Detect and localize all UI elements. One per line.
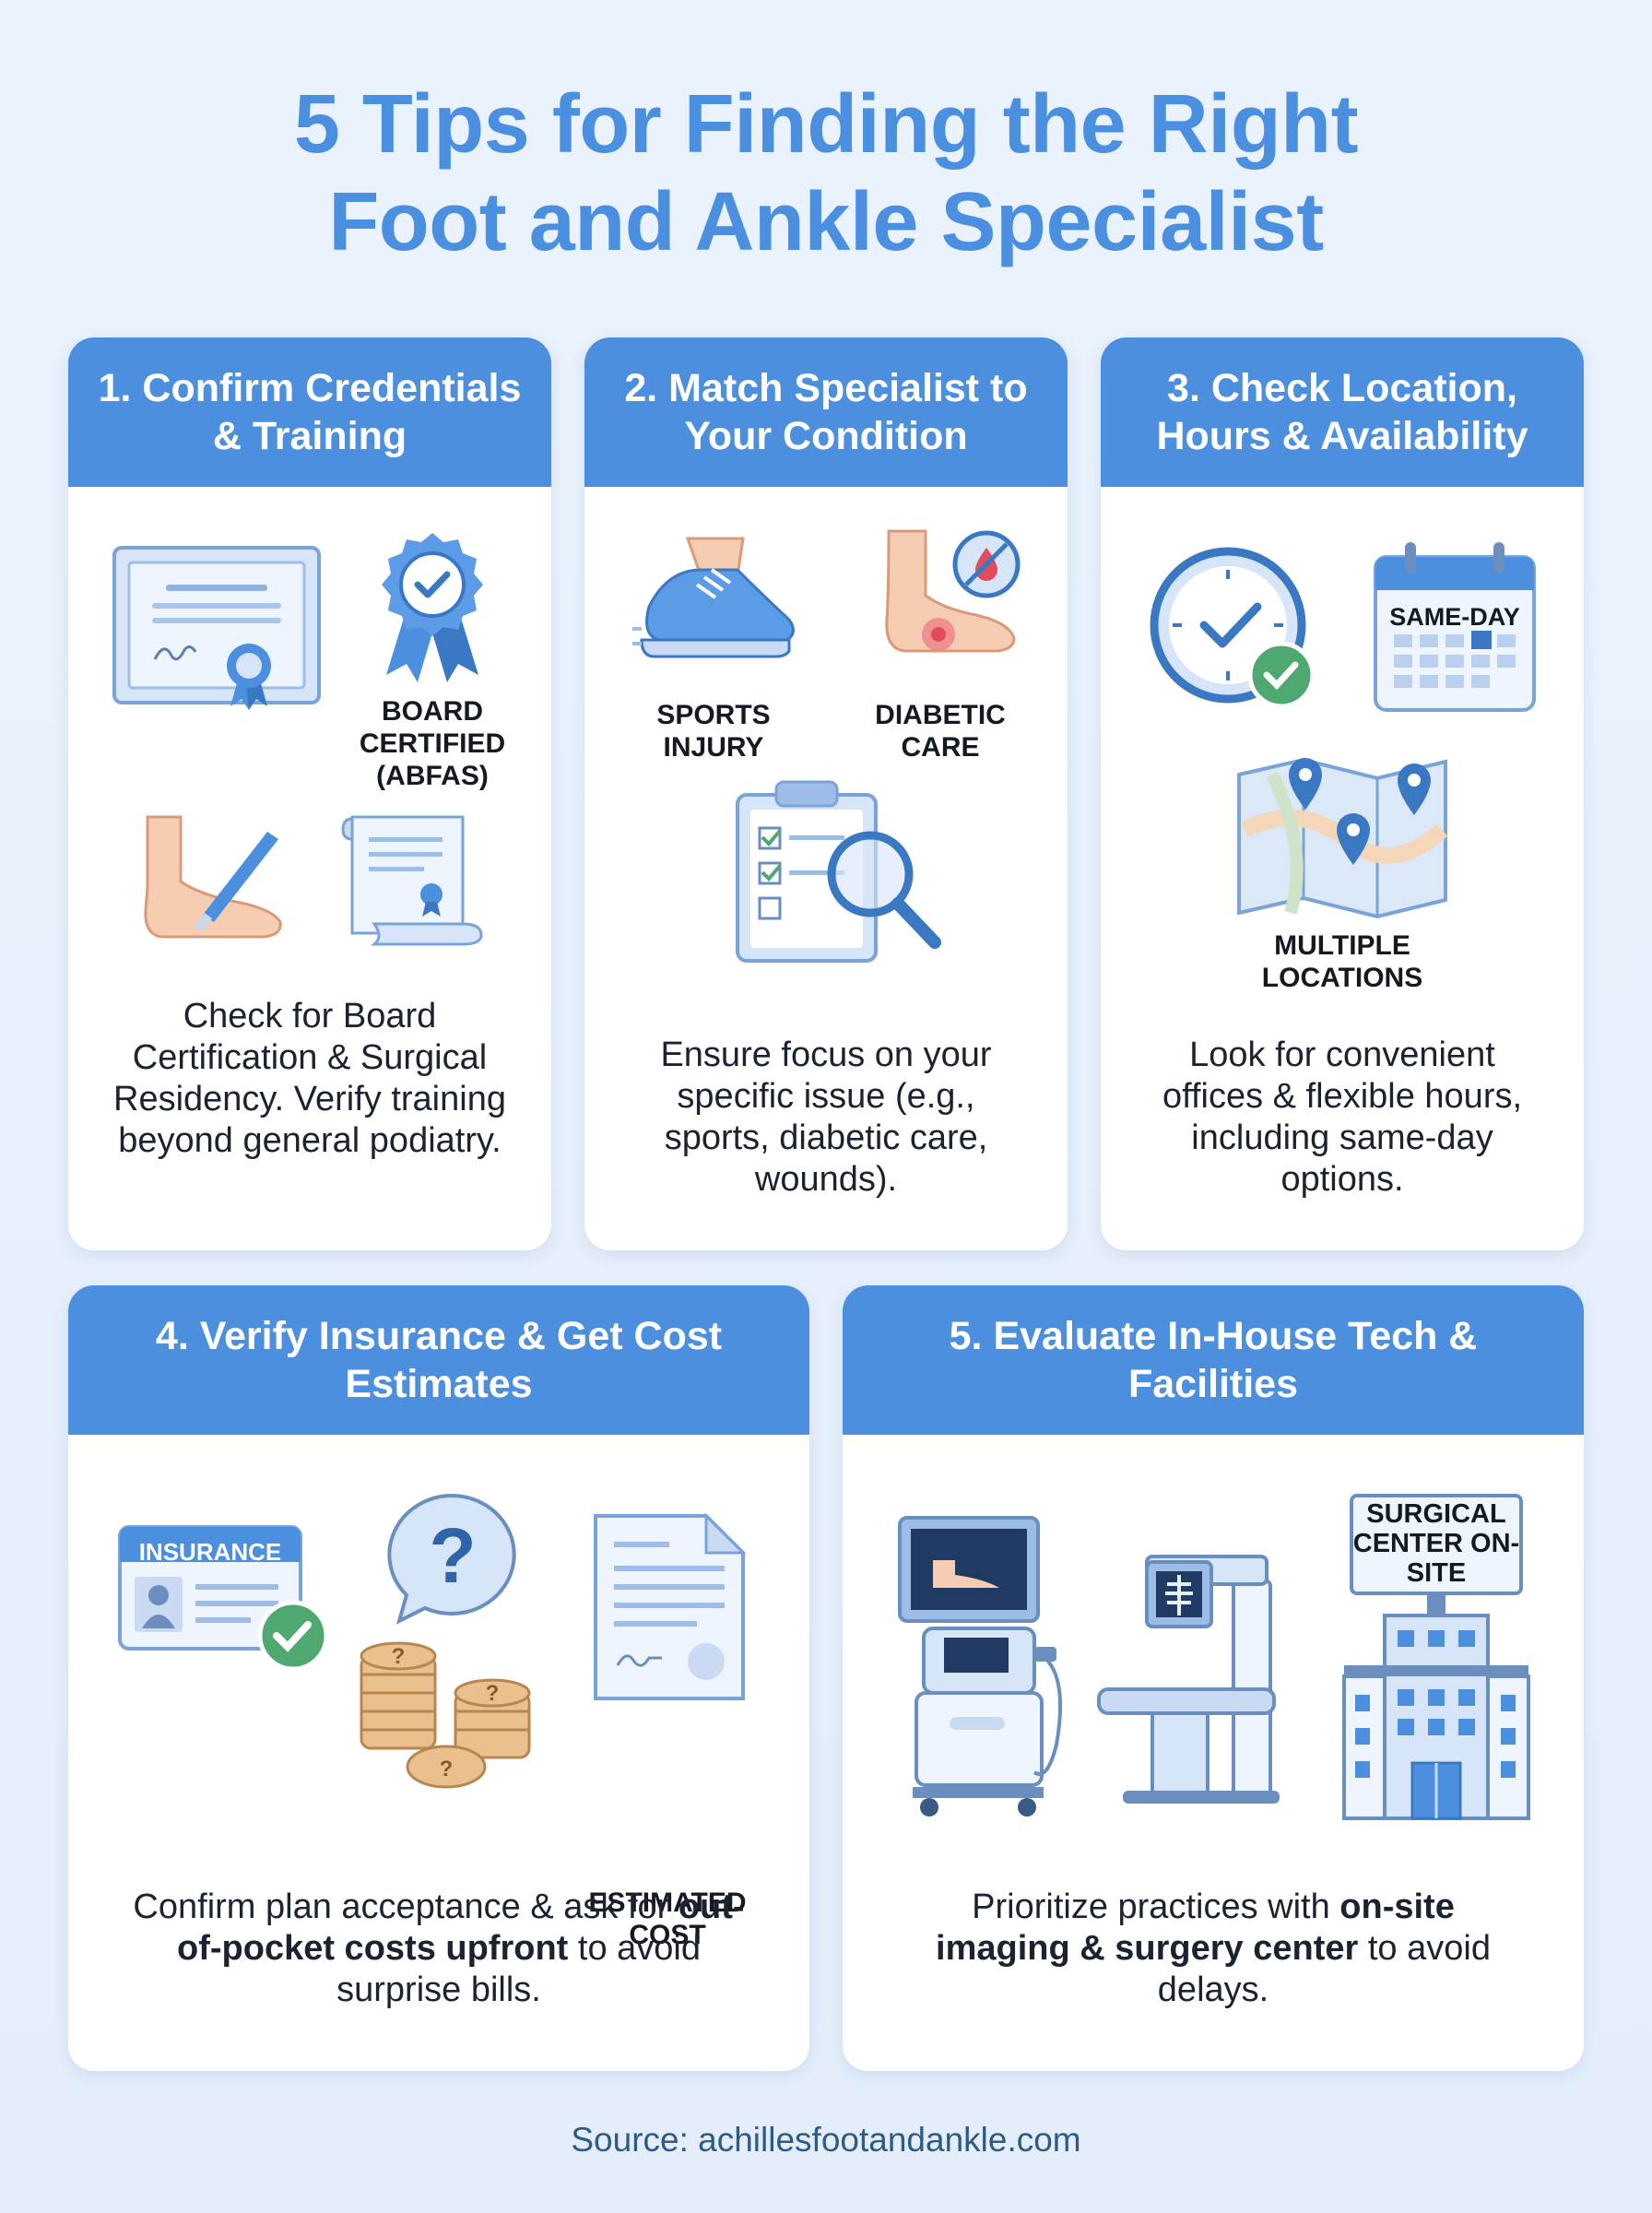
tip-card-facilities: 5. Evaluate In-House Tech & Facilities xyxy=(843,1285,1584,2071)
tip-card-condition: 2. Match Specialist to Your Condition SP… xyxy=(584,337,1068,1250)
clock-check-icon xyxy=(1150,547,1316,709)
ultrasound-machine-icon xyxy=(898,1516,1063,1817)
desc-text-bold: on-site imaging & surgery center xyxy=(936,1888,1455,1968)
calendar-icon xyxy=(1374,542,1536,712)
clipboard-search-icon xyxy=(736,780,941,963)
card-description: Ensure focus on your specific issue (e.g… xyxy=(660,1035,992,1199)
card-description: Prioritize practices with on-site imagin… xyxy=(920,1887,1506,2011)
desc-text-a: Confirm plan acceptance & ask for xyxy=(133,1888,678,1926)
svg-text:?: ? xyxy=(429,1512,476,1599)
tip-card-location: 3. Check Location, Hours & Availability xyxy=(1101,337,1584,1250)
xray-table-icon xyxy=(1097,1555,1280,1804)
card-header: 3. Check Location, Hours & Availability xyxy=(1101,337,1584,487)
label-same-day: SAME-DAY xyxy=(1389,603,1520,631)
label-surgical-center: SURGICAL CENTER ON-SITE xyxy=(1352,1499,1520,1588)
label-board-certified: BOARD CERTIFIED (ABFAS) xyxy=(359,696,506,791)
label-estimated-cost: ESTIMATED COST xyxy=(588,1888,747,1950)
svg-text:?: ? xyxy=(486,1681,500,1706)
question-bubble-icon: ? xyxy=(387,1493,516,1625)
card-header: 5. Evaluate In-House Tech & Facilities xyxy=(843,1285,1584,1435)
label-sports-injury: SPORTS INJURY xyxy=(656,700,771,763)
running-shoe-icon xyxy=(632,537,795,658)
source-credit: Source: achillesfootandankle.com xyxy=(571,2121,1081,2159)
hospital-building-icon xyxy=(1342,1494,1530,1820)
title-line-2: Foot and Ankle Specialist xyxy=(328,176,1324,268)
tip-card-credentials: 1. Confirm Credentials & Training xyxy=(68,337,551,1250)
coins-icon: ??? xyxy=(360,1641,531,1789)
svg-text:?: ? xyxy=(440,1757,454,1781)
diploma-scroll-icon xyxy=(341,815,483,946)
card-description: Look for convenient offices & flexible h… xyxy=(1162,1035,1523,1199)
page-title: 5 Tips for Finding the Right Foot and An… xyxy=(0,76,1652,271)
insurance-card-icon xyxy=(118,1525,329,1672)
label-multiple-locations: MULTIPLE LOCATIONS xyxy=(1261,930,1423,993)
card-header: 4. Verify Insurance & Get Cost Estimates xyxy=(68,1285,809,1435)
card-description: Check for Board Certification & Surgical… xyxy=(113,997,506,1160)
svg-text:?: ? xyxy=(392,1644,406,1669)
desc-text-a: Prioritize practices with xyxy=(972,1888,1340,1926)
tip-card-insurance: 4. Verify Insurance & Get Cost Estimates… xyxy=(68,1285,809,2071)
cost-document-icon xyxy=(594,1512,747,1700)
map-pins-icon xyxy=(1237,757,1448,918)
card-header: 1. Confirm Credentials & Training xyxy=(68,337,551,487)
desc-text-c: to avoid surprise bills. xyxy=(336,1929,701,2009)
card-description: Confirm plan acceptance & ask for out-of… xyxy=(124,1887,754,2011)
diabetic-foot-icon xyxy=(885,529,1021,653)
title-line-1: 5 Tips for Finding the Right xyxy=(293,78,1359,171)
desc-text-c: to avoid delays. xyxy=(1157,1929,1491,2009)
label-insurance: INSURANCE xyxy=(138,1538,282,1566)
certificate-icon xyxy=(112,546,321,710)
card-header: 2. Match Specialist to Your Condition xyxy=(584,337,1068,487)
label-diabetic-care: DIABETIC CARE xyxy=(875,700,1006,763)
desc-text-bold: out-of-pocket costs upfront xyxy=(177,1888,745,1968)
foot-surgery-icon xyxy=(144,815,282,939)
award-ribbon-icon xyxy=(382,533,483,682)
